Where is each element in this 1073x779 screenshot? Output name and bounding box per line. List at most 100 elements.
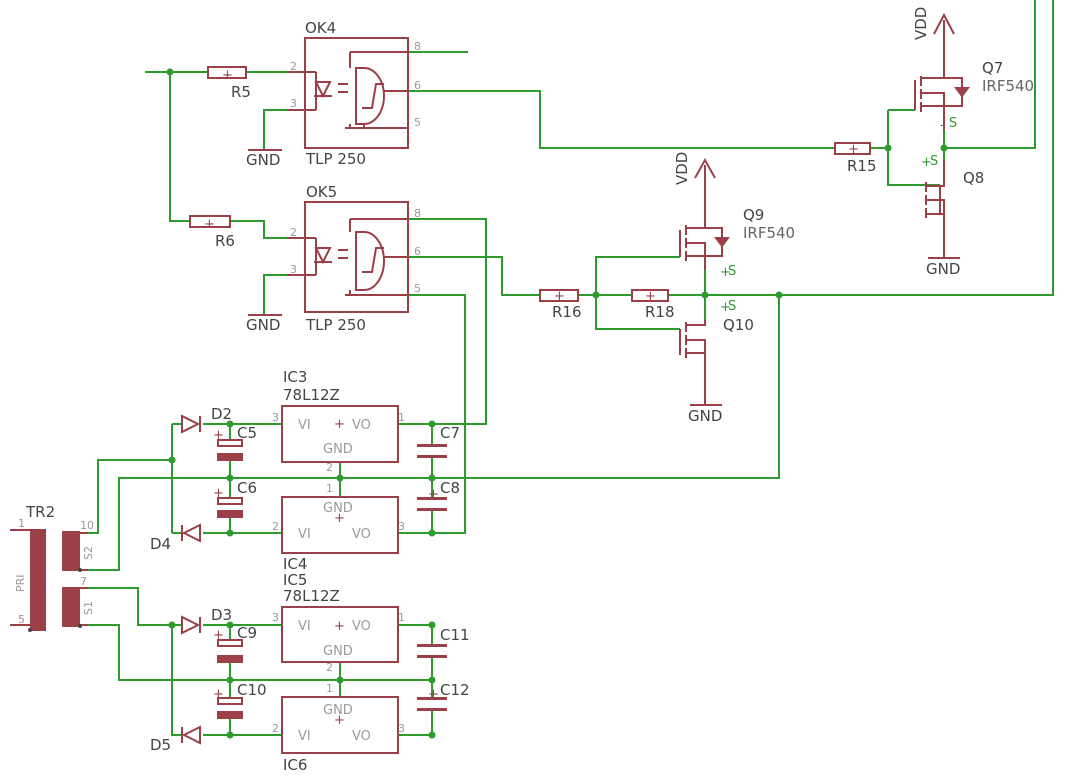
capacitor-c7 <box>417 444 447 458</box>
c12-label: C12 <box>440 681 470 699</box>
component-marks: + + + + + + + + + + + + + + + <box>204 68 859 728</box>
r18-label: R18 <box>645 303 675 321</box>
q7-name: Q7 <box>982 59 1003 77</box>
svg-text:3: 3 <box>272 611 279 624</box>
svg-text:+: + <box>334 511 345 526</box>
transformer-tr2 <box>10 529 88 631</box>
c10-label: C10 <box>237 681 267 699</box>
ic3-name: IC3 <box>283 368 307 386</box>
r5-label: R5 <box>231 83 251 101</box>
mosfet-q7 <box>914 72 970 130</box>
svg-text:3: 3 <box>290 97 297 110</box>
svg-text:+: + <box>428 687 439 702</box>
svg-text:2: 2 <box>290 226 297 239</box>
diode-d5 <box>181 725 201 745</box>
regulator-pin-labels: VI VO GND GND VI VO VI VO GND GND VI VO <box>298 418 371 744</box>
source-markers: + S + S - S + S <box>720 116 957 315</box>
svg-text:VI: VI <box>298 619 311 634</box>
gnd-label-q10: GND <box>688 407 722 425</box>
c7-label: C7 <box>440 424 460 442</box>
svg-text:2: 2 <box>326 661 333 674</box>
svg-text:VO: VO <box>352 527 371 542</box>
svg-text:3: 3 <box>290 263 297 276</box>
ic3-value: 78L12Z <box>283 386 340 404</box>
svg-text:1: 1 <box>326 482 333 495</box>
c5-label: C5 <box>237 424 257 442</box>
svg-text:VO: VO <box>352 418 371 433</box>
svg-text:+: + <box>645 289 656 304</box>
c11-label: C11 <box>440 626 470 644</box>
svg-text:8: 8 <box>414 40 421 53</box>
svg-text:S1: S1 <box>82 601 95 615</box>
resistor-r16 <box>539 289 579 302</box>
q10-label: Q10 <box>723 316 754 334</box>
regulator-ic6 <box>281 696 399 754</box>
diode-d2 <box>181 414 201 434</box>
svg-text:GND: GND <box>323 703 353 718</box>
q8-label: Q8 <box>963 169 984 187</box>
plus-q8: + <box>921 155 932 170</box>
q9-value: IRF540 <box>743 224 795 242</box>
svg-text:1: 1 <box>398 411 405 424</box>
svg-text:3: 3 <box>272 411 279 424</box>
svg-text:VI: VI <box>298 527 311 542</box>
capacitor-c8 <box>417 497 447 511</box>
svg-text:5: 5 <box>18 613 25 626</box>
resistor-r5 <box>207 66 247 79</box>
svg-text:2: 2 <box>272 520 279 533</box>
s-label-q9: S <box>728 264 736 279</box>
capacitor-c5 <box>217 439 243 461</box>
svg-text:5: 5 <box>414 282 421 295</box>
capacitor-c11 <box>417 644 447 658</box>
svg-text:2: 2 <box>290 60 297 73</box>
net-labels: GND GND GND GND VDD VDD <box>246 7 960 425</box>
c9-label: C9 <box>237 624 257 642</box>
svg-text:+: + <box>334 417 345 432</box>
gnd-label-q8: GND <box>926 260 960 278</box>
r6-label: R6 <box>215 232 235 250</box>
svg-text:+: + <box>554 289 565 304</box>
svg-text:+: + <box>213 628 224 643</box>
ic6-label: IC6 <box>283 756 307 774</box>
plus-q9: + <box>720 265 731 280</box>
r15-label: R15 <box>847 157 877 175</box>
diode-d4 <box>181 523 201 543</box>
mosfet-q10 <box>679 320 706 405</box>
svg-text:GND: GND <box>323 442 353 457</box>
svg-text:+: + <box>213 428 224 443</box>
wires <box>85 0 1054 736</box>
vdd-label-q7: VDD <box>912 7 930 40</box>
d4-label: D4 <box>150 535 171 553</box>
svg-text:VI: VI <box>298 729 311 744</box>
transformer-dots <box>28 568 82 632</box>
svg-text:VO: VO <box>352 619 371 634</box>
svg-text:GND: GND <box>323 501 353 516</box>
regulator-ic4 <box>281 496 399 554</box>
svg-text:7: 7 <box>80 575 87 588</box>
optocoupler-ok5 <box>287 201 409 313</box>
s-label-q7: S <box>949 116 957 131</box>
q7-value: IRF540 <box>982 77 1034 95</box>
svg-text:1: 1 <box>398 611 405 624</box>
ok5-value: TLP 250 <box>305 316 366 334</box>
svg-text:+: + <box>848 142 859 157</box>
ok5-name: OK5 <box>306 183 337 201</box>
svg-text:5: 5 <box>414 116 421 129</box>
capacitor-c12 <box>417 697 447 711</box>
svg-text:VO: VO <box>352 729 371 744</box>
s-label-q8: S <box>930 154 938 169</box>
vdd-label-q9: VDD <box>673 152 691 185</box>
svg-text:3: 3 <box>398 520 405 533</box>
ic5-value: 78L12Z <box>283 587 340 605</box>
regulator-ic3 <box>281 405 399 463</box>
tr2-label: TR2 <box>25 503 55 521</box>
svg-text:8: 8 <box>414 207 421 220</box>
junctions <box>166 68 948 739</box>
svg-text:+: + <box>334 713 345 728</box>
minus-q7: - <box>940 118 945 133</box>
svg-text:+: + <box>334 619 345 634</box>
s-label-q10: S <box>728 299 736 314</box>
resistor-r15 <box>834 142 871 155</box>
part-labels: OK4 TLP 250 OK5 TLP 250 R5 R6 R15 R16 R1… <box>25 19 1034 774</box>
